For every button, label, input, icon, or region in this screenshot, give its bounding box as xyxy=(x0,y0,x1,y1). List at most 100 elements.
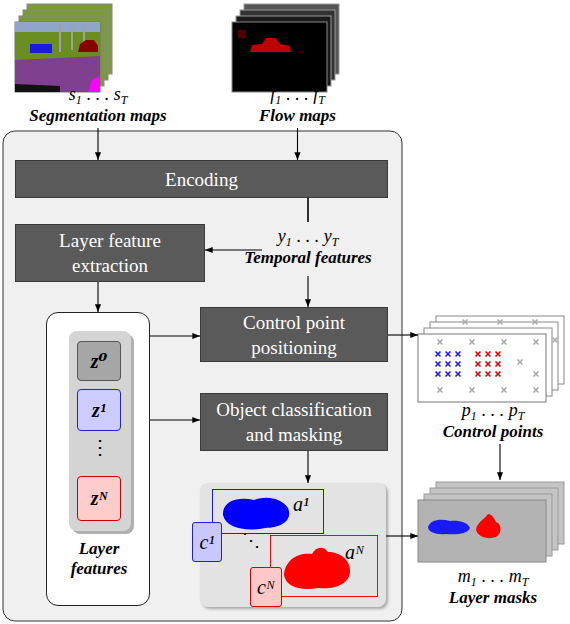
subscript: 1 xyxy=(286,235,292,249)
subscript: 1 xyxy=(471,409,477,423)
feature-box: z¹ xyxy=(77,389,121,431)
system-container xyxy=(3,131,402,621)
red-points xyxy=(476,352,501,377)
symbol-label: aᴺ xyxy=(345,541,364,564)
grid-point xyxy=(498,320,503,325)
flow-car xyxy=(250,38,291,52)
box-label: Layer feature extraction xyxy=(24,228,196,278)
flow-arrow xyxy=(386,535,418,536)
symbol-label: ⋱ xyxy=(242,529,260,551)
subscript: T xyxy=(522,575,529,589)
caption: Control points xyxy=(443,422,544,442)
caption: Temporal features xyxy=(244,248,371,268)
object-blob-red xyxy=(284,548,350,589)
subscript: 1 xyxy=(275,93,281,107)
mask-red-blob xyxy=(476,514,501,538)
subscript: T xyxy=(121,93,128,107)
math-symbol: . . . y xyxy=(297,226,332,246)
math-symbol: p xyxy=(462,400,471,420)
image-stack: p1. . . pTControl points xyxy=(418,316,568,444)
seg-sky xyxy=(15,22,100,32)
math-line: f1. . . fT xyxy=(270,84,325,106)
caption: Layer masks xyxy=(449,588,537,608)
flow-arrow xyxy=(297,128,298,160)
caption: Segmentation maps xyxy=(29,106,166,126)
blue-point xyxy=(456,352,461,357)
blue-point xyxy=(436,362,441,367)
subscript: T xyxy=(332,235,339,249)
process-box: Object classification and masking xyxy=(200,393,388,451)
grid-point xyxy=(470,388,475,393)
math-symbol: . . . f xyxy=(286,84,318,104)
flow-arrow xyxy=(205,198,308,250)
blue-point xyxy=(446,352,451,357)
red-point xyxy=(476,352,481,357)
seg-blue-car xyxy=(30,44,52,53)
red-point xyxy=(496,372,501,377)
math-line: s1. . . sT xyxy=(69,84,128,106)
grid-point xyxy=(438,388,443,393)
math-line: p1. . . pT xyxy=(462,400,525,422)
symbol-label: a¹ xyxy=(293,493,309,516)
flow-arrow xyxy=(388,334,418,335)
flow-arrow xyxy=(150,335,200,336)
grid-point xyxy=(470,340,475,345)
feature-box: z⁰ xyxy=(77,341,121,381)
flow-frame xyxy=(232,22,327,92)
flow-arrow xyxy=(97,282,98,312)
box-label: Object classification and masking xyxy=(209,397,379,447)
red-point xyxy=(496,362,501,367)
seg-red-car xyxy=(78,40,98,52)
grid-point xyxy=(534,372,539,377)
box-label: z⁰ xyxy=(91,349,108,373)
grid-point xyxy=(534,388,539,393)
process-box: Layer feature extraction xyxy=(15,224,205,282)
subscript: 1 xyxy=(471,575,477,589)
blue-point xyxy=(456,362,461,367)
math-symbol: s xyxy=(69,84,76,104)
image-stack: f1. . . fTFlow maps xyxy=(225,0,370,128)
math-symbol: m xyxy=(458,566,471,586)
mask-blue-blob xyxy=(428,520,470,535)
grid-point xyxy=(463,320,468,325)
red-point xyxy=(486,362,491,367)
feature-label: y1. . . yTTemporal features xyxy=(228,226,388,268)
points-frame xyxy=(418,334,546,402)
class-box: cᴺ xyxy=(250,567,282,607)
red-point xyxy=(476,372,481,377)
math-line: m1 . . . mT xyxy=(458,566,529,588)
output-panel: ⋱ a¹ c¹ aᴺ cᴺ xyxy=(200,483,386,607)
box-label: cᴺ xyxy=(257,576,275,599)
flow-arrow xyxy=(97,128,98,160)
flow-arrow xyxy=(150,419,200,420)
blue-points xyxy=(436,352,461,377)
box-label: Encoding xyxy=(165,167,238,192)
feature-stack: ⋮ z⁰ z¹ zᴺ xyxy=(69,331,131,531)
blue-point xyxy=(436,352,441,357)
grid-point xyxy=(438,340,443,345)
object-blob-blue xyxy=(223,498,289,530)
blue-point xyxy=(446,372,451,377)
image-stack: m1 . . . mTLayer masks xyxy=(418,480,568,610)
subscript: T xyxy=(518,409,525,423)
symbol-label: ⋮ xyxy=(69,435,131,459)
background-points xyxy=(438,320,558,393)
grid-point xyxy=(518,360,523,365)
grid-point xyxy=(533,320,538,325)
red-point xyxy=(476,362,481,367)
red-point xyxy=(486,352,491,357)
blue-point xyxy=(436,372,441,377)
flow-arrow xyxy=(307,198,308,307)
seg-frame xyxy=(15,22,100,92)
feature-box: zᴺ xyxy=(77,476,121,521)
box-label: c¹ xyxy=(200,531,215,554)
blue-point xyxy=(456,372,461,377)
subscript: 1 xyxy=(76,93,82,107)
box-label: Control point positioning xyxy=(209,310,379,360)
math-symbol: . . . m xyxy=(482,566,522,586)
flow-arrow xyxy=(307,451,308,483)
class-box: c¹ xyxy=(192,522,222,562)
